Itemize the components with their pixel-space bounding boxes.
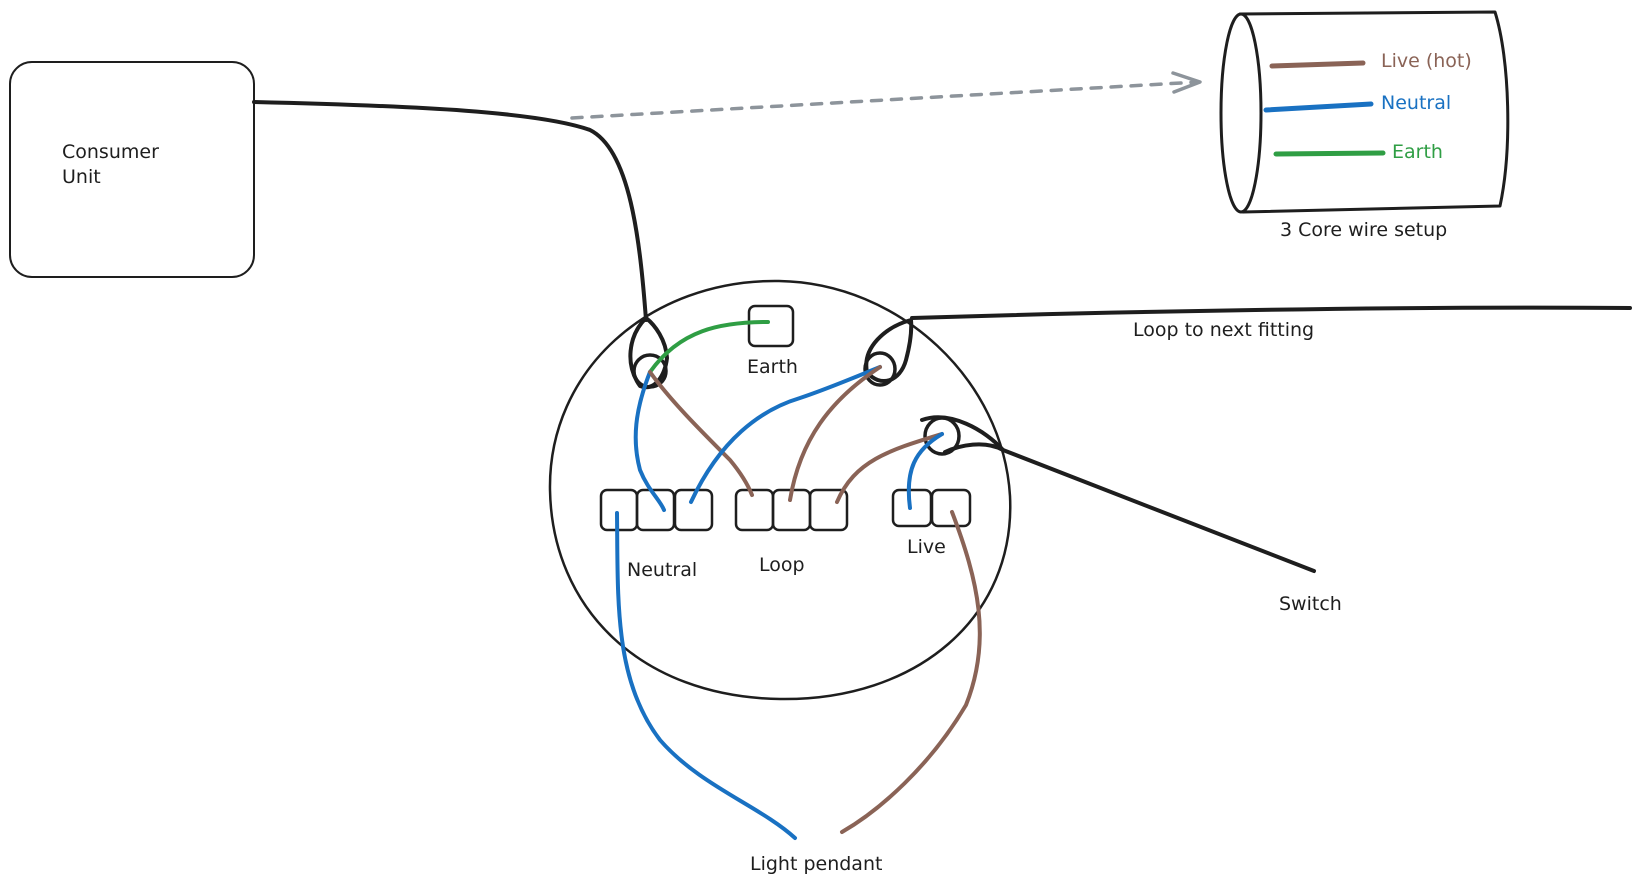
switch-live-wire xyxy=(835,432,944,504)
loop-terminal-block xyxy=(734,488,849,532)
loop-to-next-cable xyxy=(910,305,1632,320)
legend-caption: 3 Core wire setup xyxy=(1280,219,1447,241)
loop-terminal-1 xyxy=(734,488,775,532)
loop-live-wire xyxy=(788,365,882,502)
live-terminal-block xyxy=(891,488,972,528)
legend-line-earth xyxy=(1273,150,1386,157)
legend-line-neutral xyxy=(1263,101,1374,113)
consumer-unit-label-line2: Unit xyxy=(62,166,101,188)
legend-label-earth: Earth xyxy=(1392,141,1443,163)
loop-cable-core xyxy=(863,351,897,387)
supply-cable-core xyxy=(632,353,668,389)
legend-cable: Live (hot) Neutral Earth 3 Core wire set… xyxy=(1219,10,1510,241)
earth-label: Earth xyxy=(747,356,798,378)
earth-terminal xyxy=(747,304,795,348)
legend-line-live xyxy=(1269,60,1366,69)
supply-neutral-wire xyxy=(633,370,666,512)
switch-return-wire xyxy=(906,432,944,510)
loop-neutral-wire xyxy=(689,365,882,504)
loop-to-next-label: Loop to next fitting xyxy=(1133,319,1314,341)
supply-cable xyxy=(252,100,648,322)
legend-cable-end xyxy=(1219,12,1263,214)
earth-wire xyxy=(648,320,770,374)
consumer-unit-box xyxy=(9,61,255,278)
neutral-terminal-3 xyxy=(673,488,714,532)
switch-label: Switch xyxy=(1279,593,1342,615)
switch-cable-core xyxy=(923,416,961,456)
light-pendant-label: Light pendant xyxy=(750,853,882,875)
legend-label-live: Live (hot) xyxy=(1381,50,1472,72)
live-terminal-2 xyxy=(930,488,972,528)
legend-pointer-arrow xyxy=(570,71,1202,120)
supply-live-wire xyxy=(648,370,754,497)
consumer-unit-label-line1: Consumer xyxy=(62,141,159,163)
pendant-live-wire xyxy=(840,510,982,834)
loop-cable-grommet xyxy=(864,318,914,383)
consumer-unit: Consumer Unit xyxy=(9,61,255,278)
loop-terminal-3 xyxy=(808,488,849,532)
ceiling-rose-body xyxy=(548,279,1012,701)
loop-label: Loop xyxy=(759,554,805,576)
neutral-label: Neutral xyxy=(627,559,697,581)
pendant-neutral-wire xyxy=(615,511,797,840)
live-label: Live xyxy=(907,536,946,558)
legend-label-neutral: Neutral xyxy=(1381,92,1451,114)
switch-cable xyxy=(1001,448,1316,573)
